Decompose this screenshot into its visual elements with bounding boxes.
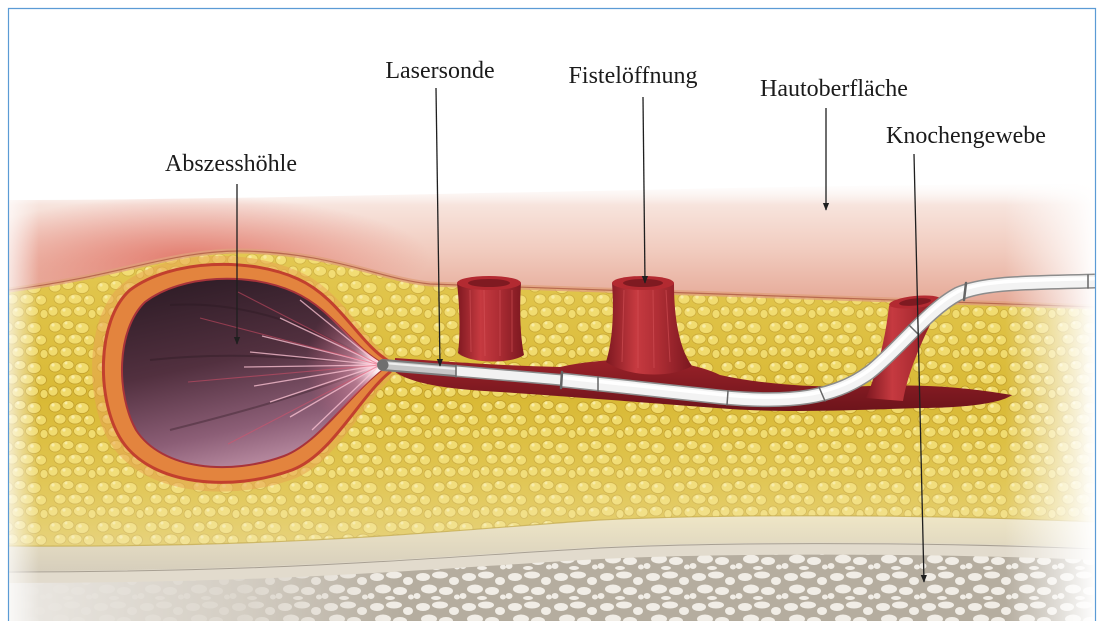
left-edge-fade xyxy=(9,190,39,621)
right-edge-fade xyxy=(1005,150,1096,621)
label-abscess-cavity: Abszesshöhle xyxy=(165,151,297,177)
fistula-opening-left xyxy=(457,276,524,362)
label-bone-tissue: Knochengewebe xyxy=(886,123,1046,149)
label-skin-surface: Hautoberfläche xyxy=(760,76,908,102)
probe-tip-cap xyxy=(378,360,389,371)
label-fistula-opening: Fistelöffnung xyxy=(569,63,698,89)
probe-metal-tip xyxy=(383,363,456,371)
label-laser-probe: Lasersonde xyxy=(385,58,494,84)
